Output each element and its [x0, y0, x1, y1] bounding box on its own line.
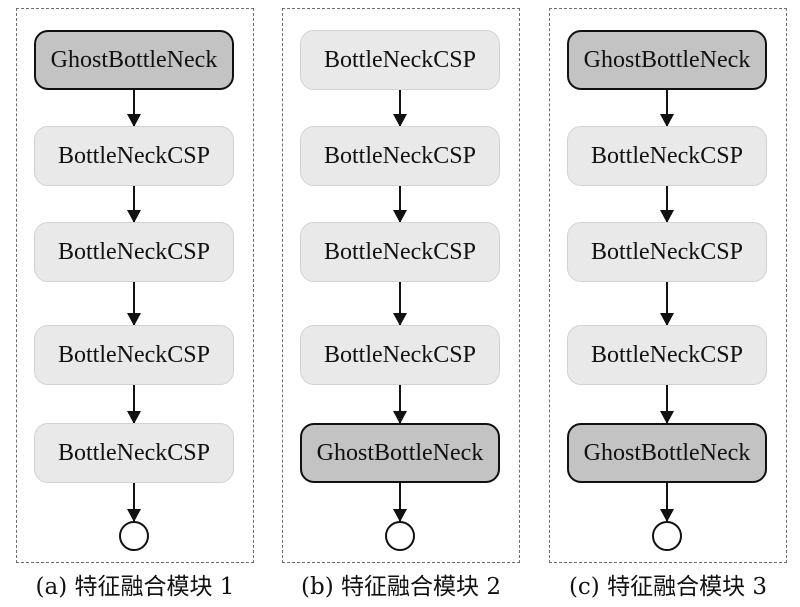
node-c-2: BottleNeckCSP [567, 126, 767, 186]
end-node-c [652, 521, 682, 551]
node-a-4: BottleNeckCSP [34, 325, 234, 385]
arrow-c-2 [660, 186, 674, 223]
node-c-5: GhostBottleNeck [567, 423, 767, 483]
arrow-a-4 [127, 385, 141, 424]
panel-c: GhostBottleNeck BottleNeckCSP BottleNeck… [549, 8, 787, 563]
node-b-1: BottleNeckCSP [300, 30, 500, 90]
node-b-2: BottleNeckCSP [300, 126, 500, 186]
node-a-1: GhostBottleNeck [34, 30, 234, 90]
node-c-3: BottleNeckCSP [567, 222, 767, 282]
arrow-c-4 [660, 385, 674, 424]
node-b-4: BottleNeckCSP [300, 325, 500, 385]
arrow-b-4 [393, 385, 407, 424]
node-a-2: BottleNeckCSP [34, 126, 234, 186]
arrow-c-1 [660, 90, 674, 127]
arrow-a-1 [127, 90, 141, 127]
arrow-a-5 [127, 483, 141, 522]
arrow-b-2 [393, 186, 407, 223]
node-b-5: GhostBottleNeck [300, 423, 500, 483]
end-node-b [385, 521, 415, 551]
node-c-4: BottleNeckCSP [567, 325, 767, 385]
arrow-c-5 [660, 483, 674, 522]
arrow-a-3 [127, 282, 141, 326]
node-b-3: BottleNeckCSP [300, 222, 500, 282]
arrow-b-5 [393, 483, 407, 522]
arrow-b-3 [393, 282, 407, 326]
arrow-a-2 [127, 186, 141, 223]
end-node-a [119, 521, 149, 551]
node-a-5: BottleNeckCSP [34, 423, 234, 483]
node-a-3: BottleNeckCSP [34, 222, 234, 282]
arrow-b-1 [393, 90, 407, 127]
panel-a: GhostBottleNeck BottleNeckCSP BottleNeck… [16, 8, 254, 563]
caption-a: (a) 特征融合模块 1 [35, 574, 235, 600]
panel-b: BottleNeckCSP BottleNeckCSP BottleNeckCS… [282, 8, 520, 563]
node-c-1: GhostBottleNeck [567, 30, 767, 90]
caption-b: (b) 特征融合模块 2 [301, 574, 501, 600]
arrow-c-3 [660, 282, 674, 326]
caption-c: (c) 特征融合模块 3 [568, 574, 768, 600]
